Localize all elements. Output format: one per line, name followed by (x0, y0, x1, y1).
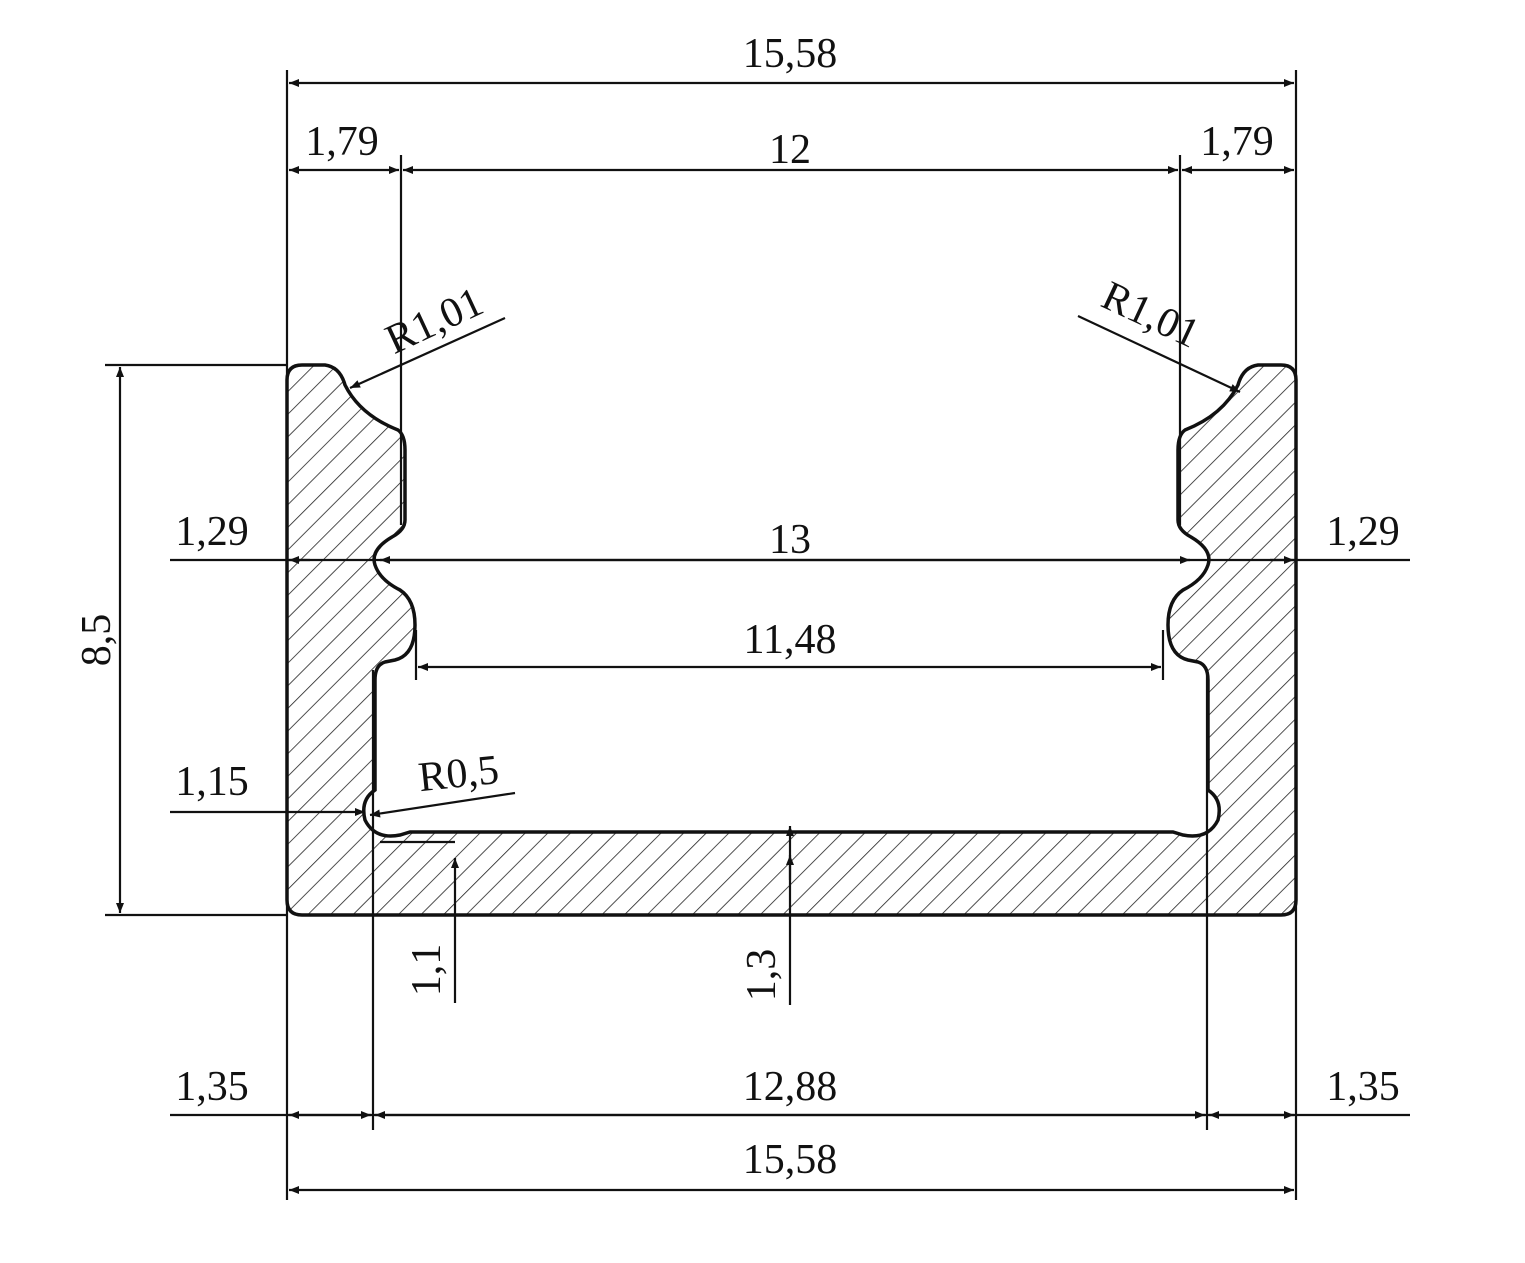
dimension-lines (116, 79, 1410, 1194)
label-radius-small: R0,5 (416, 747, 501, 801)
extension-lines (105, 70, 1298, 1200)
label-right-flange: 1,79 (1200, 119, 1274, 165)
label-inner-bottom: 12,88 (743, 1064, 838, 1110)
label-floor-thickness: 1,3 (739, 949, 785, 1002)
label-inner-width: 11,48 (744, 617, 837, 663)
label-left-wall-bottom: 1,35 (175, 1064, 249, 1110)
label-right-wall-bottom: 1,35 (1326, 1064, 1400, 1110)
label-groove-width: 13 (769, 517, 811, 563)
label-height: 8,5 (74, 614, 120, 667)
label-opening: 12 (769, 127, 811, 173)
label-overall-width-top: 15,58 (743, 31, 838, 77)
label-left-groove: 1,29 (175, 509, 249, 555)
label-right-groove: 1,29 (1326, 509, 1400, 555)
label-floor-offset: 1,1 (404, 944, 450, 997)
label-lower-groove: 1,15 (175, 759, 249, 805)
label-left-flange: 1,79 (305, 119, 379, 165)
label-radius-right: R1,01 (1095, 273, 1206, 358)
label-overall-width-bottom: 15,58 (743, 1137, 838, 1183)
